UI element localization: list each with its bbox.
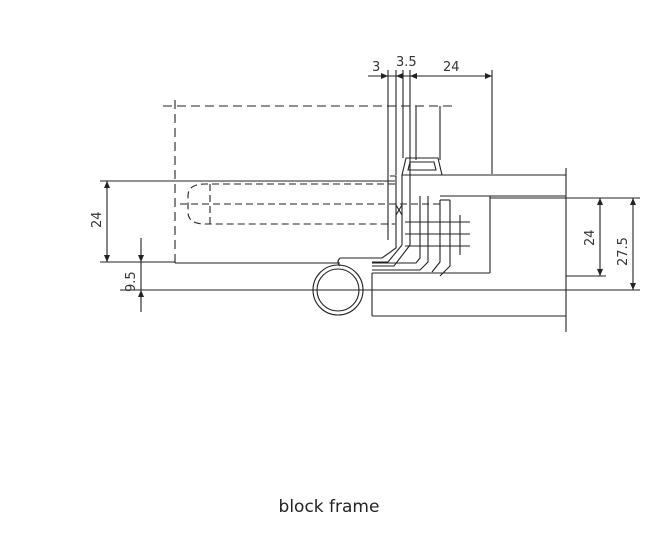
dimension-label-27-5: 27.5 bbox=[616, 237, 631, 266]
pin-bore-hidden-lines bbox=[180, 183, 440, 225]
dimension-label-24-left: 24 bbox=[90, 211, 105, 228]
dimension-lines-right bbox=[490, 197, 640, 291]
diagram-caption: block frame bbox=[278, 497, 380, 517]
dimension-label-24-right: 24 bbox=[583, 229, 598, 246]
frame-outline bbox=[371, 168, 567, 332]
dimension-label-3: 3 bbox=[372, 60, 380, 75]
door-leaf-outline bbox=[163, 100, 452, 265]
dimension-label-9-5: 9.5 bbox=[124, 271, 139, 292]
dimension-label-3-5: 3.5 bbox=[396, 55, 417, 70]
dimension-label-24-top: 24 bbox=[443, 60, 460, 75]
dimension-lines-left-24 bbox=[100, 180, 395, 263]
hinge-upper-body bbox=[401, 106, 443, 245]
dimension-arrowheads bbox=[104, 73, 636, 297]
hinge-bracket bbox=[372, 196, 470, 277]
hinge-knuckle-link bbox=[337, 175, 411, 267]
dimension-lines-top bbox=[368, 70, 493, 175]
